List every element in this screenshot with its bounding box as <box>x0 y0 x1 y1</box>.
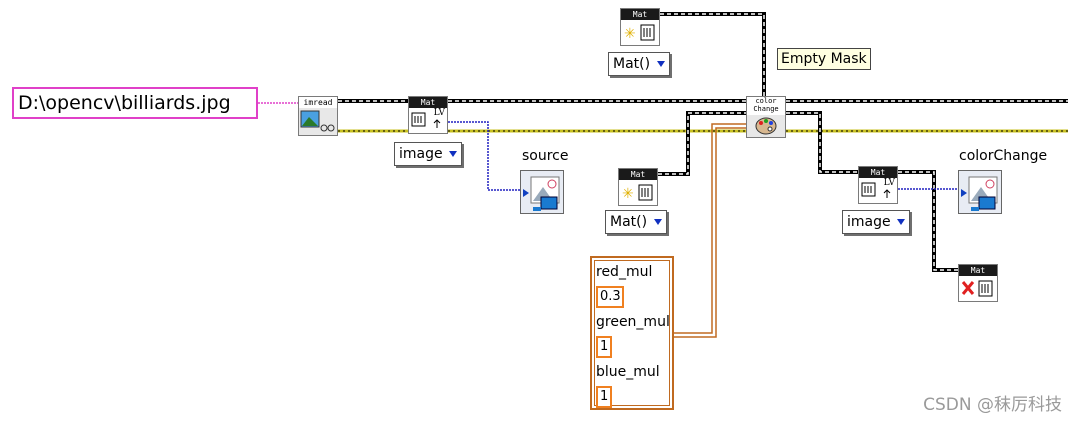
chevron-down-icon <box>654 219 662 225</box>
mat-to-lv-node-right[interactable]: Mat LV <box>858 166 898 204</box>
chevron-down-icon <box>657 61 665 67</box>
blue-mul-label: blue_mul <box>596 364 660 380</box>
empty-mask-tip: Empty Mask <box>777 48 871 70</box>
mat-constructor-ring-top[interactable]: Mat() <box>608 52 670 76</box>
image-wire-source[interactable] <box>448 121 520 191</box>
cluster-inner-border <box>594 260 670 406</box>
mat-wire-out[interactable] <box>786 111 958 272</box>
mat-node-title: Mat <box>859 167 897 178</box>
chevron-down-icon <box>897 219 905 225</box>
mat-constructor-ring-mid[interactable]: Mat() <box>605 210 667 234</box>
svg-text:✳: ✳ <box>622 186 634 202</box>
red-mul-input[interactable]: 0.3 <box>596 286 624 308</box>
mat-wire-top[interactable] <box>660 12 766 98</box>
green-mul-input[interactable]: 1 <box>596 336 612 358</box>
new-mat-node-top[interactable]: Mat ✳ <box>620 8 660 46</box>
x-icon <box>959 276 997 301</box>
path-constant[interactable]: D:\opencv\billiards.jpg <box>12 87 258 119</box>
sun-icon: ✳ <box>621 20 659 45</box>
watermark: CSDN @秣厉科技 <box>923 395 1062 415</box>
color-change-node[interactable]: color Change <box>746 96 786 138</box>
mat-wire-mid[interactable] <box>658 111 746 176</box>
mat-node-title: Mat <box>959 265 997 276</box>
image-display-icon[interactable] <box>520 170 564 214</box>
red-mul-label: red_mul <box>596 264 653 280</box>
blue-mul-input[interactable]: 1 <box>596 386 612 408</box>
mat-to-lv-node-left[interactable]: Mat LV <box>408 96 448 134</box>
ring-value: image <box>399 146 443 162</box>
multiplier-cluster[interactable]: red_mul 0.3 green_mul 1 blue_mul 1 <box>590 256 674 410</box>
palette-icon <box>747 115 785 137</box>
imread-node[interactable]: imread <box>298 96 338 136</box>
ring-value: Mat() <box>610 214 648 230</box>
mat-to-lv-icon: LV <box>859 178 897 203</box>
image-file-icon <box>299 108 337 135</box>
source-label: source <box>522 148 569 164</box>
sun-icon: ✳ <box>619 180 657 205</box>
image-display-icon[interactable] <box>958 170 1002 214</box>
image-type-ring-right[interactable]: image <box>842 210 910 234</box>
lv-label: LV <box>433 108 445 118</box>
chevron-down-icon <box>449 151 457 157</box>
mat-node-title: Mat <box>619 169 657 180</box>
destroy-mat-node[interactable]: Mat <box>958 264 998 302</box>
mat-node-title: Mat <box>621 9 659 20</box>
ring-value: image <box>847 214 891 230</box>
new-mat-node-mid[interactable]: Mat ✳ <box>618 168 658 206</box>
color-change-title: color Change <box>747 97 785 115</box>
mat-to-lv-icon: LV <box>409 108 447 133</box>
mat-node-title: Mat <box>409 97 447 108</box>
green-mul-label: green_mul <box>596 314 670 330</box>
image-type-ring-left[interactable]: image <box>394 142 462 166</box>
lv-label: LV <box>883 178 895 188</box>
color-change-display-label: colorChange <box>959 148 1048 164</box>
cluster-wire[interactable] <box>674 123 746 338</box>
ring-value: Mat() <box>613 56 651 72</box>
svg-text:✳: ✳ <box>624 26 636 42</box>
